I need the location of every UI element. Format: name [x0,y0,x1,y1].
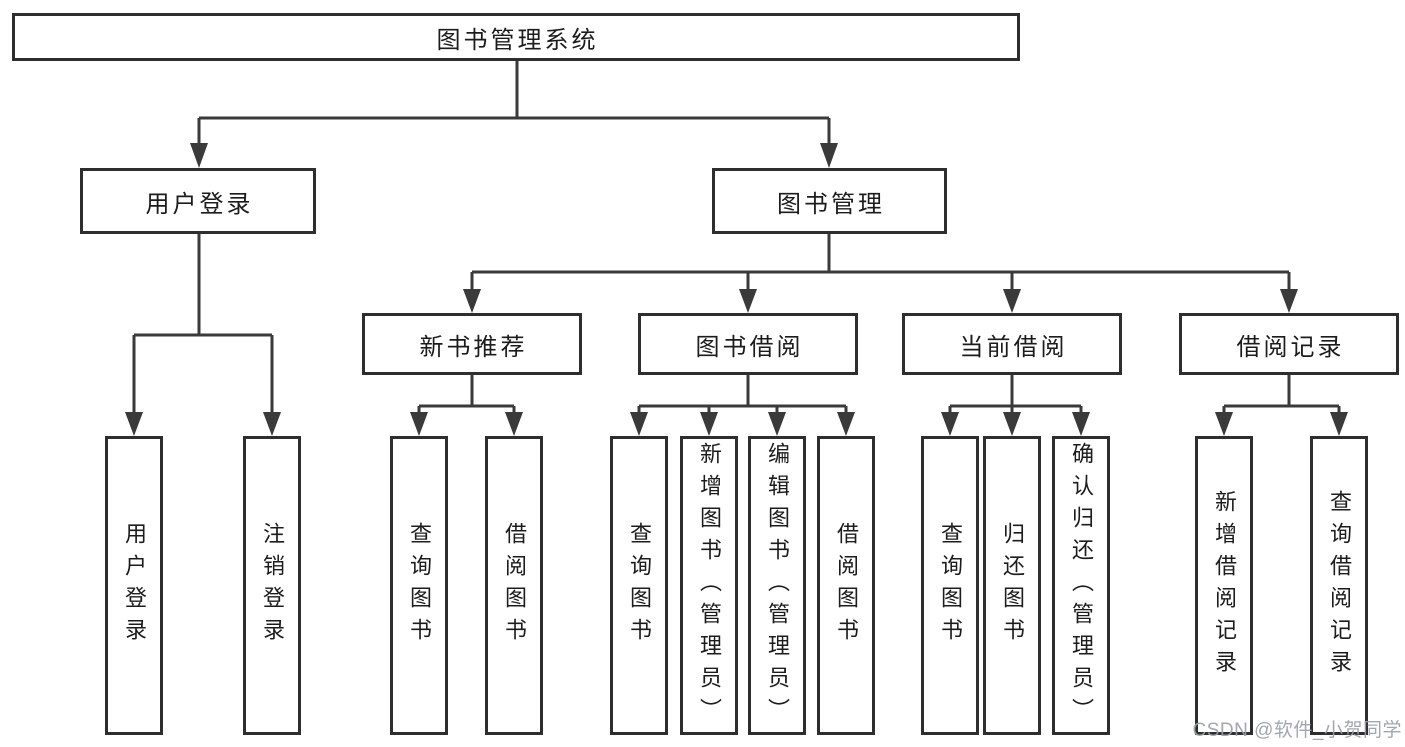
leaf-logout-login: 注销登录 [243,436,301,735]
node-book-management: 图书管理 [712,168,947,234]
leaf-query-books-2: 查询图书 [610,436,668,735]
leaf-query-books-1: 查询图书 [390,436,448,735]
node-book-borrowing: 图书借阅 [638,313,858,375]
node-user-login: 用户登录 [80,168,316,234]
watermark: CSDN @软件_小贺同学 [1192,720,1402,741]
leaf-edit-book-admin: 编辑图书（管理员） [748,436,806,735]
node-current-borrowing: 当前借阅 [902,313,1122,375]
node-new-book-recommend: 新书推荐 [362,313,582,375]
node-borrowing-records: 借阅记录 [1179,313,1399,375]
leaf-query-borrow-record: 查询借阅记录 [1310,436,1368,735]
leaf-user-login: 用户登录 [105,436,163,735]
leaf-add-borrow-record: 新增借阅记录 [1195,436,1253,735]
leaf-borrow-books-2: 借阅图书 [817,436,875,735]
leaf-query-books-3: 查询图书 [921,436,979,735]
leaf-confirm-return-admin: 确认归还（管理员） [1052,436,1110,735]
leaf-borrow-books-1: 借阅图书 [485,436,543,735]
leaf-add-book-admin: 新增图书（管理员） [680,436,738,735]
leaf-return-books: 归还图书 [983,436,1041,735]
node-library-management-system: 图书管理系统 [12,13,1020,61]
